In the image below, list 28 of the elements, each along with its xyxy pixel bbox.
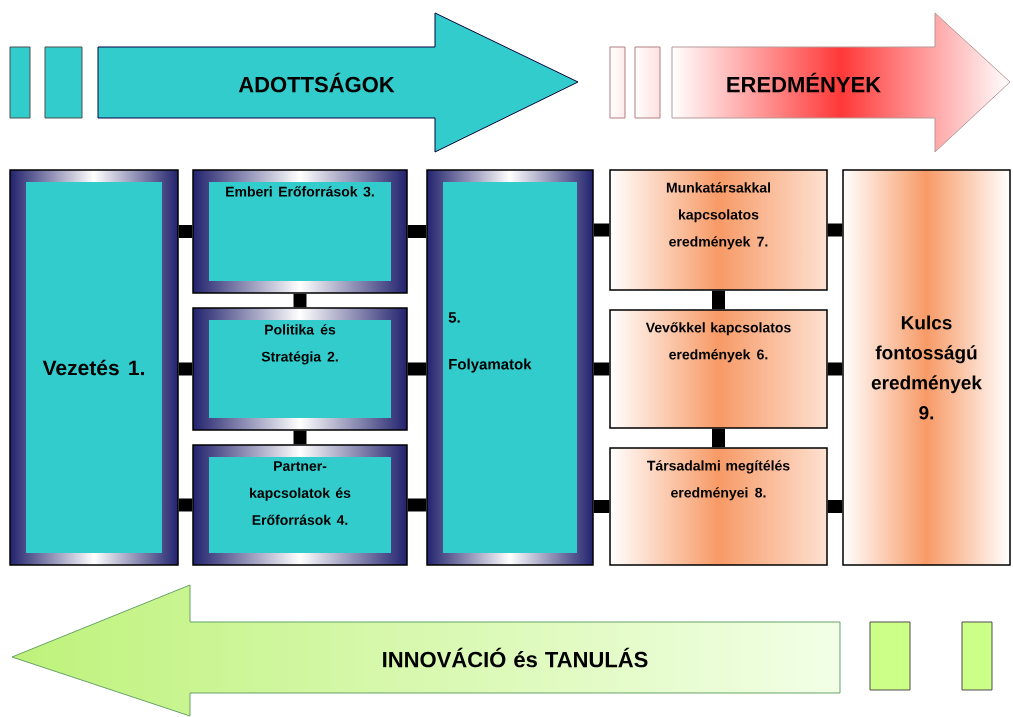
arrow-band: ADOTTSÁGOK xyxy=(97,12,579,153)
connector-bar xyxy=(178,225,193,238)
connector-bar xyxy=(712,290,725,310)
framed-box: 5. Folyamatok xyxy=(426,169,594,566)
connector-bar xyxy=(593,362,610,376)
connector-bar xyxy=(712,428,725,448)
arrow-band: INNOVÁCIÓ és TANULÁS xyxy=(11,584,841,717)
connector-bar xyxy=(407,225,427,238)
connector-bar xyxy=(593,223,610,237)
framed-box: Emberi Erőforrások 3. xyxy=(192,169,408,294)
connector-bar xyxy=(827,223,843,237)
result-box: Munkatársakkal kapcsolatos eredmények 7. xyxy=(609,169,828,291)
result-box: Vevőkkel kapcsolatos eredmények 6. xyxy=(609,309,828,429)
arrow-band: EREDMÉNYEK xyxy=(671,12,1011,153)
result-box: Kulcs fontosságú eredmények 9. xyxy=(842,169,1011,566)
connector-bar xyxy=(593,500,610,513)
connector-bar xyxy=(293,293,307,308)
framed-box: Politika és Stratégia 2. xyxy=(192,307,408,431)
framed-box: Partner-kapcsolatok és Erőforrások 4. xyxy=(192,444,408,566)
connector-bar xyxy=(407,498,427,512)
result-box: Társadalmi megítélés eredményei 8. xyxy=(609,447,828,566)
connector-bar xyxy=(178,362,193,376)
connector-bar xyxy=(827,362,843,376)
connector-bar xyxy=(178,498,193,512)
connector-bar xyxy=(407,362,427,376)
connector-bar xyxy=(293,430,307,445)
framed-box: Vezetés 1. xyxy=(9,169,179,566)
connector-bar xyxy=(827,500,843,513)
